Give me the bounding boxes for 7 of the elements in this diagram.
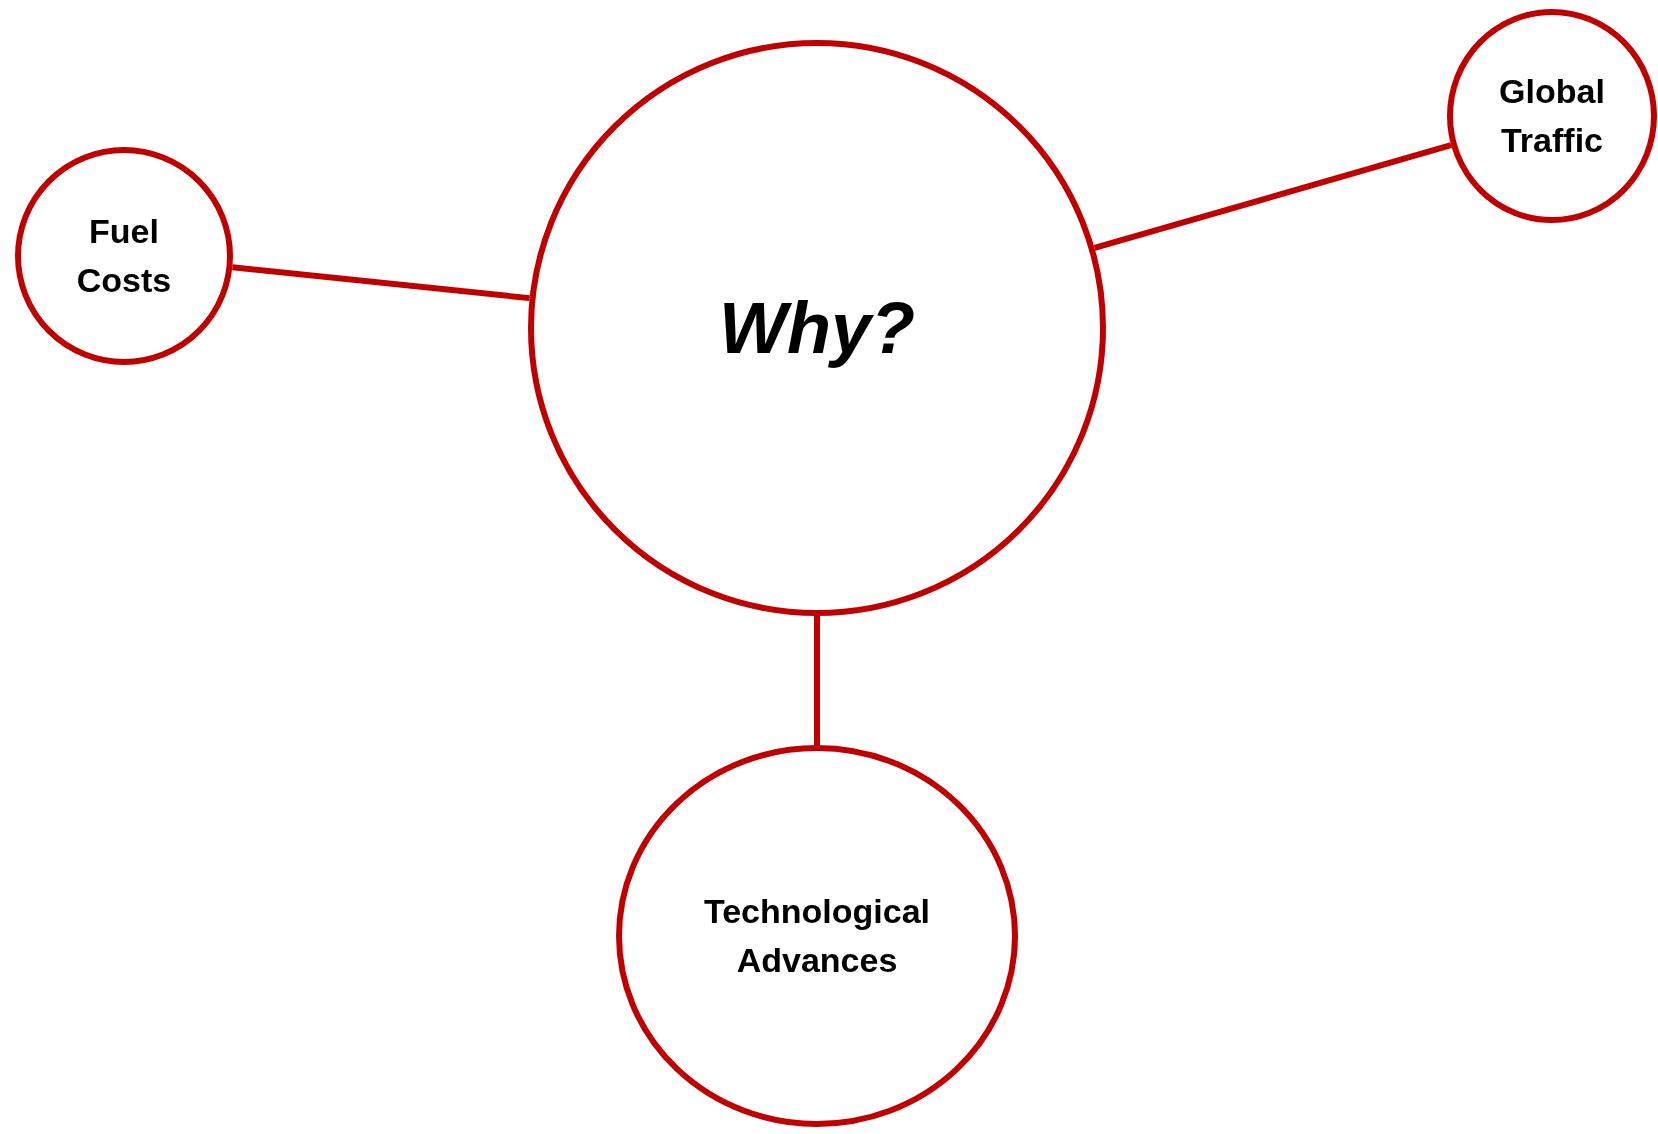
connector-line — [232, 264, 530, 302]
connector-line — [1093, 142, 1452, 251]
connector-line — [814, 616, 820, 745]
node-label: Why? — [719, 286, 915, 370]
node-label: Fuel Costs — [75, 210, 173, 301]
node-label: Technological Advances — [702, 890, 932, 981]
node-label: Global Traffic — [1498, 70, 1606, 161]
